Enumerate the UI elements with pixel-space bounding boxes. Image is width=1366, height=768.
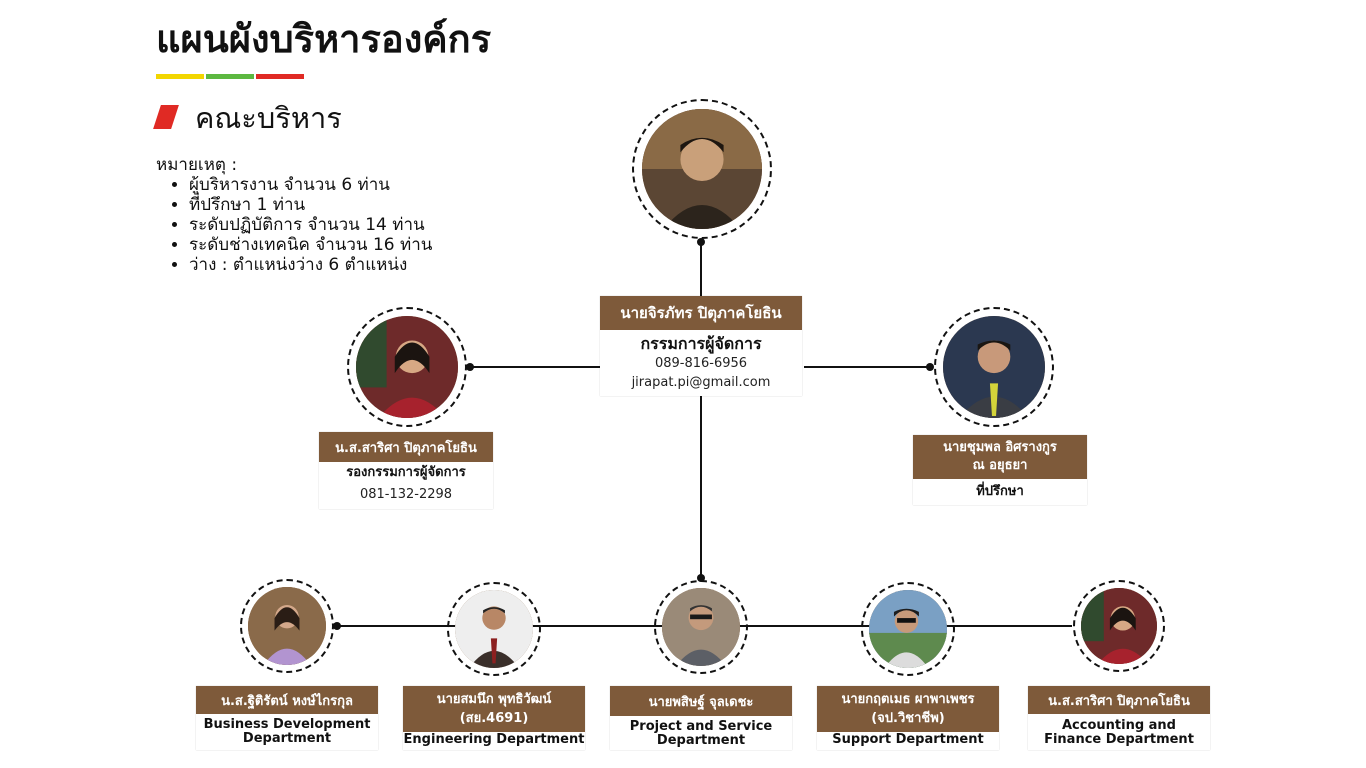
support-photo [861,582,955,676]
stripe-green [206,74,254,79]
connector-dot [466,363,474,371]
accounting-name: น.ส.สาริศา ปิตุภาคโยธิน [1028,686,1210,714]
advisor-photo [934,307,1054,427]
advisor-card: นายชุมพล อิศรางกูร ณ อยุธยา ที่ปรึกษา [913,435,1087,505]
project-name: นายพสิษฐ์ จุลเดชะ [610,686,792,716]
note-item: ผู้บริหารงาน จำนวน 6 ท่าน [189,175,432,195]
accounting-photo [1073,580,1165,672]
accounting-dept-line2: Finance Department [1044,732,1194,747]
connector-dot [333,622,341,630]
advisor-name-line2: ณ อยุธยา [972,458,1028,473]
advisor-name-line1: นายชุมพล อิศรางกูร [943,440,1057,455]
deputy-name: น.ส.สาริศา ปิตุภาคโยธิน [319,432,493,462]
person-avatar-icon [943,316,1045,418]
director-photo [632,99,772,239]
support-dept: Support Department [832,732,984,747]
person-avatar-icon [1081,588,1157,664]
director-name: นายจิรภัทร ปิตุภาคโยธิน [600,296,802,330]
accounting-dept-line1: Accounting and [1061,718,1176,733]
engineering-name-line1: นายสมนึก พุทธิวัฒน์ [436,692,552,707]
person-avatar-icon [455,590,533,668]
accounting-card: น.ส.สาริศา ปิตุภาคโยธิน Accounting and F… [1028,686,1210,750]
project-card: นายพสิษฐ์ จุลเดชะ Project and Service De… [610,686,792,750]
section-subtitle: คณะบริหาร [195,101,342,135]
project-dept-line2: Department [656,733,746,748]
support-name-line2: (จป.วิชาชีพ) [871,711,945,726]
engineering-photo [447,582,541,676]
note-item: ระดับปฏิบัติการ จำนวน 14 ท่าน [189,215,432,235]
engineering-dept: Engineering Department [403,732,585,747]
engineering-card: นายสมนึก พุทธิวัฒน์ (สย.4691) Engineerin… [403,686,585,750]
person-avatar-icon [869,590,947,668]
advisor-name: นายชุมพล อิศรางกูร ณ อยุธยา [913,435,1087,479]
project-photo [654,580,748,674]
deputy-phone: 081-132-2298 [359,487,453,502]
engineering-name-line2: (สย.4691) [459,711,529,726]
note-list: ผู้บริหารงาน จำนวน 6 ท่าน ที่ปรึกษา 1 ท่… [156,175,432,275]
note-heading: หมายเหตุ : [156,155,238,175]
director-phone: 089-816-6956 [654,356,748,371]
person-avatar-icon [356,316,458,418]
director-card: นายจิรภัทร ปิตุภาคโยธิน กรรมการผู้จัดการ… [600,296,802,396]
note-item: ว่าง : ตำแหน่งว่าง 6 ตำแหน่ง [189,255,432,275]
director-email: jirapat.pi@gmail.com [631,375,771,390]
note-block: หมายเหตุ : ผู้บริหารงาน จำนวน 6 ท่าน ที่… [156,155,432,275]
bizdev-photo [240,579,334,673]
support-name-line1: นายกฤตเมธ ผาพาเพชร [841,692,975,707]
stripe-red [256,74,304,79]
person-avatar-icon [248,587,326,665]
bizdev-dept-line1: Business Development [203,717,371,732]
bizdev-name: น.ส.ฐิติรัตน์ หงษ์ไกรกุล [196,686,378,714]
deputy-card: น.ส.สาริศา ปิตุภาคโยธิน รองกรรมการผู้จัด… [319,432,493,509]
engineering-name: นายสมนึก พุทธิวัฒน์ (สย.4691) [403,686,585,732]
project-dept-line1: Project and Service [629,719,773,734]
person-avatar-icon [662,588,740,666]
deputy-photo [347,307,467,427]
support-name: นายกฤตเมธ ผาพาเพชร (จป.วิชาชีพ) [817,686,999,732]
bizdev-dept-line2: Department [242,731,332,746]
support-card: นายกฤตเมธ ผาพาเพชร (จป.วิชาชีพ) Support … [817,686,999,750]
note-item: ที่ปรึกษา 1 ท่าน [189,195,432,215]
bizdev-card: น.ส.ฐิติรัตน์ หงษ์ไกรกุล Business Develo… [196,686,378,750]
person-avatar-icon [642,109,762,229]
note-item: ระดับช่างเทคนิค จำนวน 16 ท่าน [189,235,432,255]
page-title: แผนผังบริหารองค์กร [156,17,492,61]
deputy-role: รองกรรมการผู้จัดการ [346,465,466,480]
stripe-yellow [156,74,204,79]
advisor-role: ที่ปรึกษา [976,484,1024,499]
connector-dot [697,238,705,246]
director-role: กรรมการผู้จัดการ [640,334,762,353]
connector-dot [926,363,934,371]
